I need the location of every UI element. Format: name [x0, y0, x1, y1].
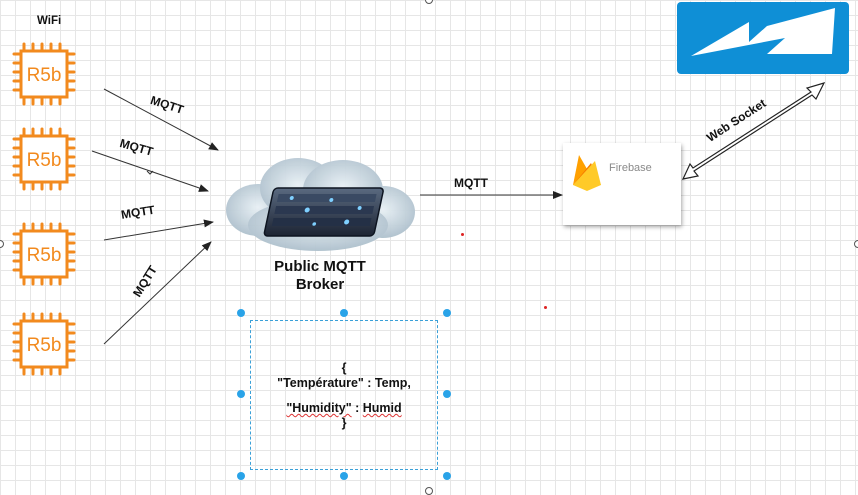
chip-icon: R5b [12, 222, 76, 286]
chip-label: R5b [27, 65, 62, 86]
edge-connector-bottom[interactable] [425, 487, 433, 495]
resize-handle-w[interactable] [237, 390, 245, 398]
firebase-flame-icon [573, 155, 601, 191]
resize-handle-sw[interactable] [237, 472, 245, 480]
r5b-device-3[interactable]: R5b [12, 222, 76, 286]
resize-handle-se[interactable] [443, 472, 451, 480]
resize-handle-s[interactable] [340, 472, 348, 480]
websocket-double-arrow [681, 82, 826, 180]
stray-dot [544, 306, 547, 309]
resize-handle-nw[interactable] [237, 309, 245, 317]
r5b-device-2[interactable]: R5b [12, 127, 76, 191]
chip-label: R5b [27, 150, 62, 171]
mqtt-arrow-3 [103, 219, 214, 241]
wifi-label: WiFi [37, 15, 62, 27]
resize-handle-e[interactable] [443, 390, 451, 398]
mqtt-arrow-2-tick [146, 170, 154, 175]
chip-icon: R5b [12, 127, 76, 191]
json-line-temperature: "Température" : Temp, [277, 376, 411, 390]
chip-label: R5b [27, 335, 62, 356]
json-close-brace: } [341, 416, 347, 430]
azure-logo-icon[interactable] [677, 2, 849, 74]
r5b-device-1[interactable]: R5b [12, 42, 76, 106]
json-line-humidity: "Humidity" : Humid [251, 401, 437, 415]
broker-label-line2: Broker [295, 276, 345, 293]
chip-icon: R5b [12, 42, 76, 106]
json-payload-box[interactable]: { "Température" : Temp, "Humidity" : Hum… [250, 320, 438, 470]
chip-icon: R5b [12, 312, 76, 376]
firebase-node[interactable]: Firebase [563, 143, 681, 225]
broker-cloud-icon[interactable] [218, 150, 418, 260]
resize-handle-ne[interactable] [443, 309, 451, 317]
broker-to-firebase-label: MQTT [454, 176, 488, 190]
mqtt-arrow-2 [91, 150, 209, 192]
edge-connector-right[interactable] [854, 240, 858, 248]
stray-dot [461, 233, 464, 236]
r5b-device-4[interactable]: R5b [12, 312, 76, 376]
broker-label-line1: Public MQTT [274, 258, 366, 275]
mqtt-arrow-1 [103, 88, 219, 151]
json-humidity-value: Humid [362, 401, 402, 415]
broker-label: Public MQTT Broker [250, 258, 390, 294]
resize-handle-n[interactable] [340, 309, 348, 317]
mqtt-arrow-4 [103, 241, 212, 345]
chip-label: R5b [27, 245, 62, 266]
json-open-brace: { [341, 361, 347, 375]
firebase-label: Firebase [609, 162, 652, 174]
json-humidity-key: "Humidity" [286, 401, 352, 415]
json-humidity-sep: : [351, 401, 363, 415]
